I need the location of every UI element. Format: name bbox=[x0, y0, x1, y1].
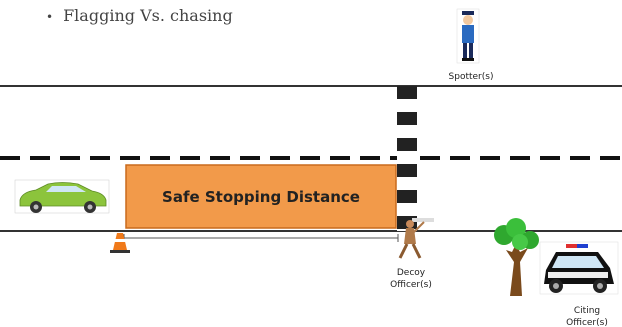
citing-label-line1: Citing bbox=[574, 306, 600, 316]
traffic-cone-icon bbox=[110, 233, 130, 253]
green-car-icon bbox=[14, 179, 110, 214]
crosswalk bbox=[397, 86, 417, 231]
decoy-label-line1: Decoy bbox=[397, 268, 426, 278]
safe-stopping-label: Safe Stopping Distance bbox=[162, 188, 360, 206]
decoy-label-line2: Officer(s) bbox=[390, 280, 432, 290]
tree-icon bbox=[494, 218, 539, 296]
police-car-icon bbox=[539, 241, 619, 295]
decoy-officer-icon bbox=[398, 218, 434, 259]
spotter-officer-icon bbox=[456, 8, 480, 64]
citing-label-line2: Officer(s) bbox=[566, 318, 608, 327]
spotter-label: Spotter(s) bbox=[449, 72, 494, 82]
bullet-symbol: • bbox=[46, 9, 54, 24]
safe-stopping-zone bbox=[125, 164, 397, 229]
bullet-item: • Flagging Vs. chasing bbox=[46, 6, 233, 25]
distance-measure-bar bbox=[123, 234, 399, 242]
bullet-text: Flagging Vs. chasing bbox=[63, 6, 233, 25]
